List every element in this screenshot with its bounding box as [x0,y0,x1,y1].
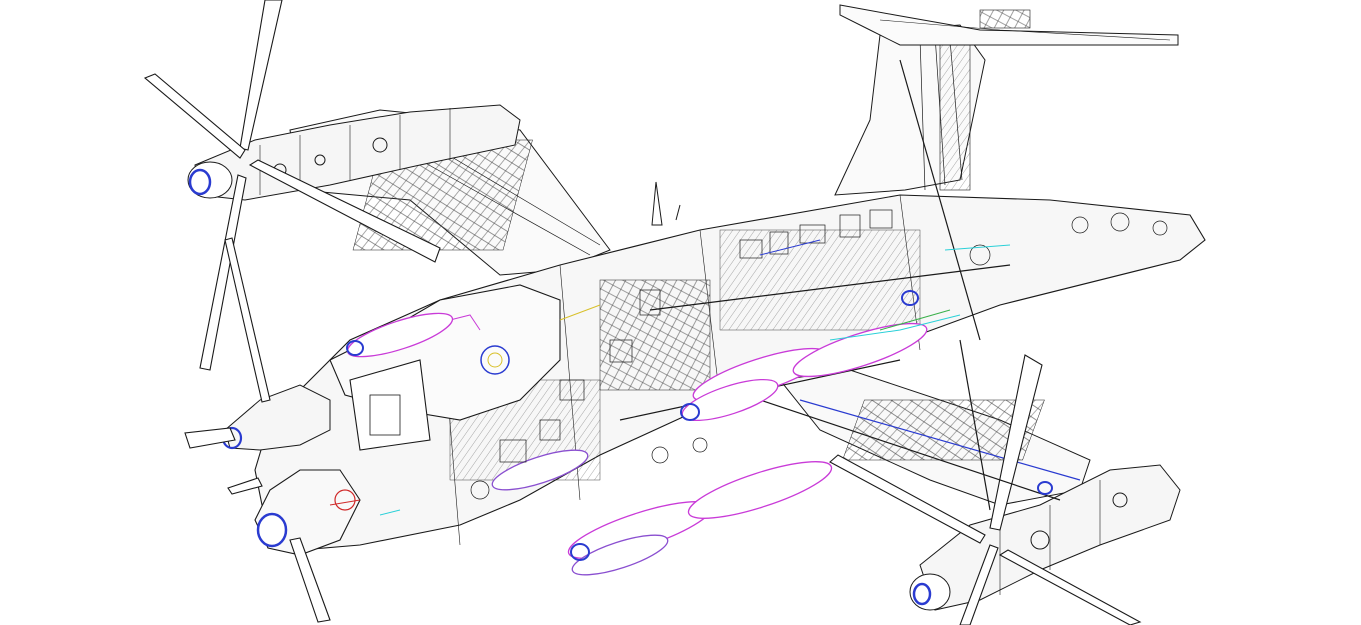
left-lower-nacelle [221,384,331,451]
tail-fin [834,24,986,196]
right-lower-propeller [829,354,1142,625]
tube-bundle-lower [491,449,833,576]
nose-cone [254,469,361,556]
left-upper-propeller [143,0,441,371]
top-antenna [651,181,681,226]
tube-bundle-upper [346,312,928,422]
accent-wiring [329,239,1011,516]
lower-wing [779,369,1091,506]
left-lower-propeller [184,237,331,623]
cockpit-section [329,284,561,451]
blue-tube-ends [346,290,1053,561]
internal-components [470,209,1168,500]
horizontal-stabilizer [839,4,1179,46]
